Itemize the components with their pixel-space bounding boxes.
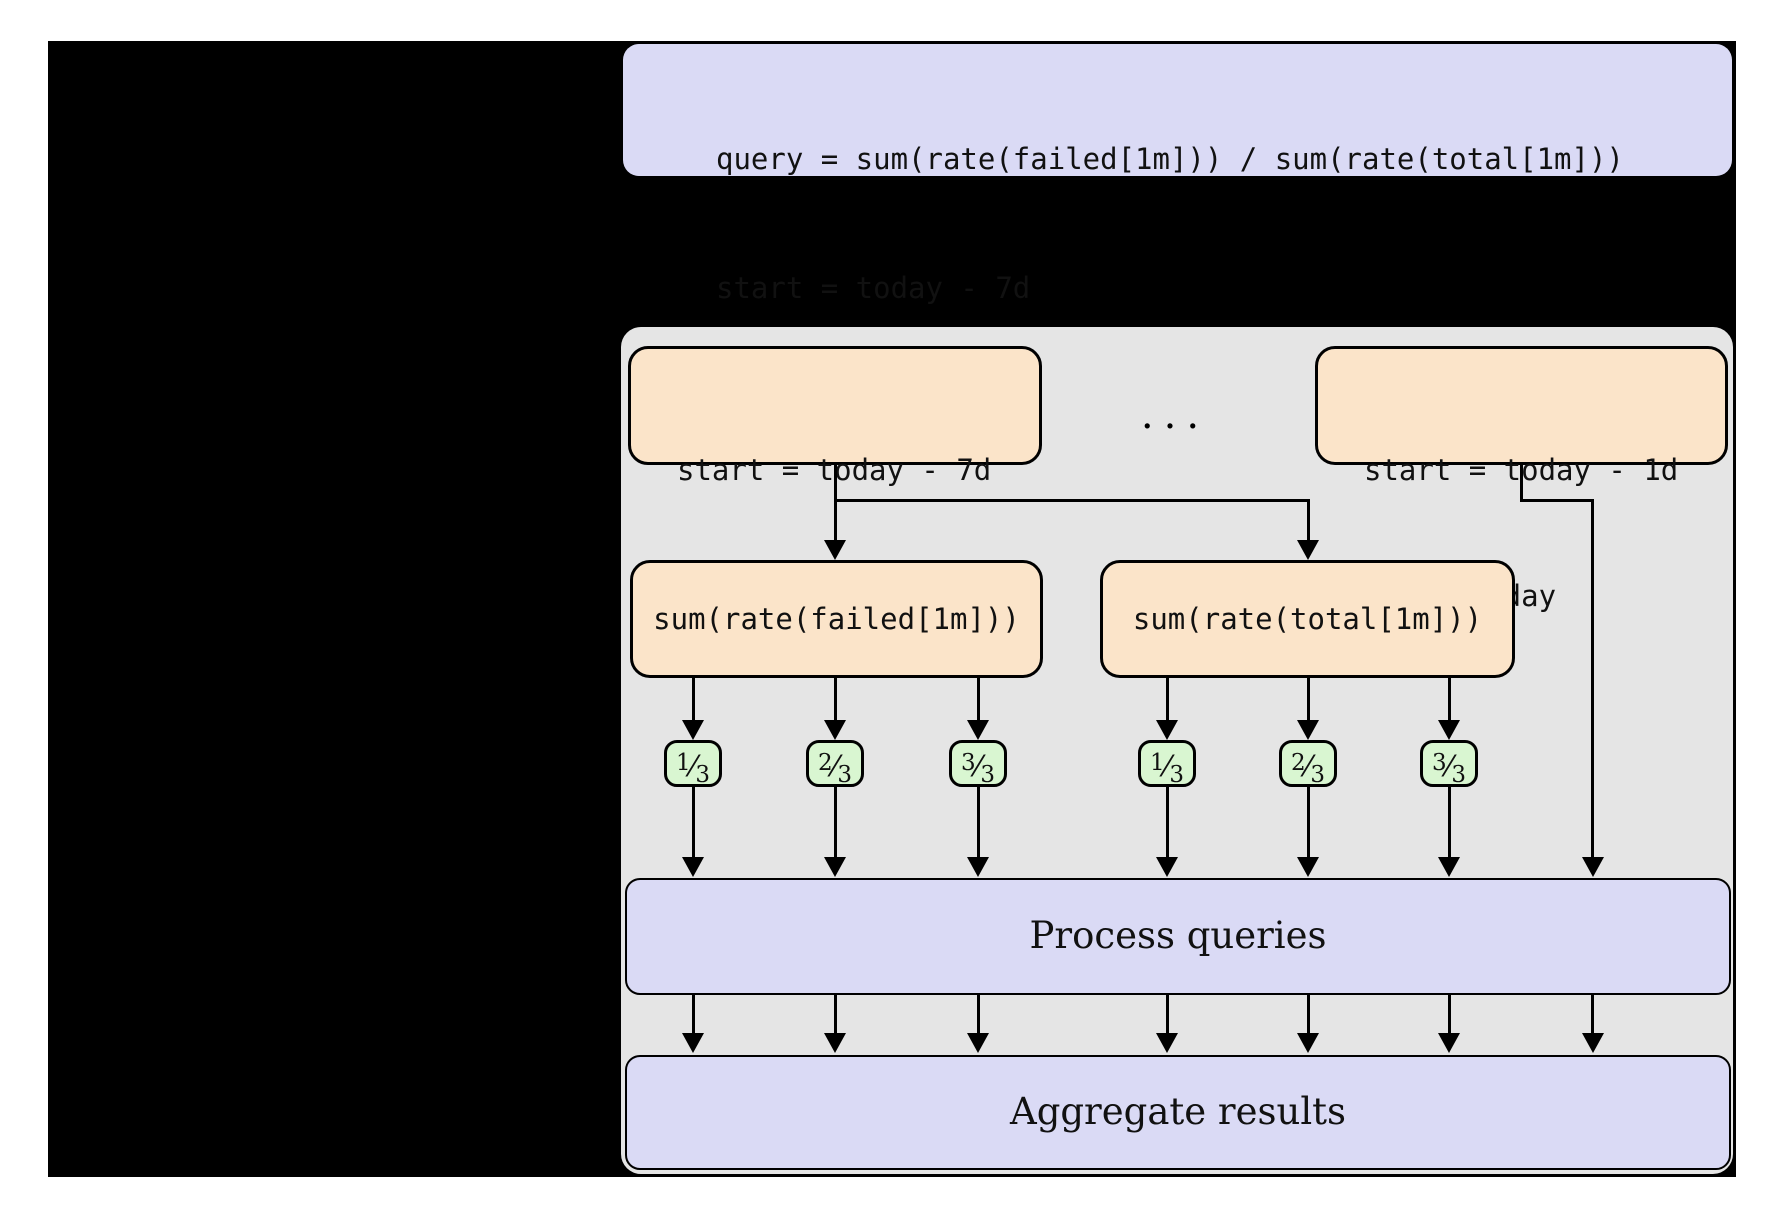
shard-numerator: 2	[817, 750, 833, 776]
shard-numerator: 1	[1149, 750, 1165, 776]
arrowhead-into-total	[1297, 540, 1319, 560]
line-shard1-to-process	[692, 787, 695, 857]
query-definition-box: query = sum(rate(failed[1m])) / sum(rate…	[623, 44, 1732, 434]
line-total-shard-3	[1448, 678, 1451, 722]
fraction-slash: ⁄	[832, 749, 838, 783]
fraction-slash: ⁄	[1446, 749, 1452, 783]
query-total-box: sum(rate(total[1m]))	[1100, 560, 1515, 678]
line-process-agg-4	[1166, 995, 1169, 1033]
shard-numerator: 3	[960, 750, 976, 776]
aggregate-results-bar: Aggregate results	[625, 1055, 1731, 1170]
arrowhead-process-agg-7	[1582, 1033, 1604, 1053]
line-process-agg-5	[1307, 995, 1310, 1033]
arrowhead-process-agg-6	[1438, 1033, 1460, 1053]
arrowhead-process-agg-2	[824, 1033, 846, 1053]
split-ellipsis: ...	[1140, 392, 1210, 438]
shard-denominator: 3	[980, 762, 996, 788]
line-shard4-to-process	[1166, 787, 1169, 857]
query-line: query = sum(rate(failed[1m])) / sum(rate…	[716, 142, 1624, 176]
line-branch-drop	[1307, 499, 1310, 540]
line-bypass-vertical	[1591, 499, 1594, 857]
arrowhead-failed-shard-2	[824, 720, 846, 740]
line-process-agg-7	[1591, 995, 1594, 1033]
arrowhead-process-agg-4	[1156, 1033, 1178, 1053]
line-process-agg-1	[692, 995, 695, 1033]
line-shard3-to-process	[977, 787, 980, 857]
shard-node-total-3: 3⁄3	[1420, 740, 1478, 788]
arrowhead-total-shard-1	[1156, 720, 1178, 740]
line-process-agg-6	[1448, 995, 1451, 1033]
arrowhead-process-agg-3	[967, 1033, 989, 1053]
fraction-slash: ⁄	[1305, 749, 1311, 783]
arrowhead-into-failed	[824, 540, 846, 560]
arrowhead-total-shard-2	[1297, 720, 1319, 740]
arrowhead-failed-shard-1	[682, 720, 704, 740]
arrowhead-shard2-to-process	[824, 857, 846, 877]
split-first-box: start = today - 7d end = today - 6d	[628, 346, 1042, 613]
shard-node-failed-2: 2⁄3	[806, 740, 864, 788]
shard-numerator: 3	[1431, 750, 1447, 776]
fraction-slash: ⁄	[1164, 749, 1170, 783]
arrowhead-shard5-to-process	[1297, 857, 1319, 877]
arrowhead-shard1-to-process	[682, 857, 704, 877]
line-process-agg-3	[977, 995, 980, 1033]
line-process-agg-2	[834, 995, 837, 1033]
arrowhead-total-shard-3	[1438, 720, 1460, 740]
process-queries-bar: Process queries	[625, 878, 1731, 995]
shard-denominator: 3	[1310, 762, 1326, 788]
arrowhead-bypass-into-process	[1582, 857, 1604, 877]
shard-numerator: 2	[1290, 750, 1306, 776]
arrowhead-failed-shard-3	[967, 720, 989, 740]
line-failed-shard-1	[692, 678, 695, 722]
fraction-slash: ⁄	[975, 749, 981, 783]
line-shard5-to-process	[1307, 787, 1310, 857]
shard-node-total-2: 2⁄3	[1279, 740, 1337, 788]
shard-node-failed-1: 1⁄3	[664, 740, 722, 788]
shard-denominator: 3	[1451, 762, 1467, 788]
line-bypass-horizontal	[1520, 499, 1594, 502]
line-failed-shard-2	[834, 678, 837, 722]
line-failed-shard-3	[977, 678, 980, 722]
arrowhead-shard4-to-process	[1156, 857, 1178, 877]
arrowhead-process-agg-5	[1297, 1033, 1319, 1053]
fraction-slash: ⁄	[690, 749, 696, 783]
shard-denominator: 3	[837, 762, 853, 788]
shard-numerator: 1	[675, 750, 691, 776]
shard-node-failed-3: 3⁄3	[949, 740, 1007, 788]
shard-denominator: 3	[1169, 762, 1185, 788]
line-total-shard-2	[1307, 678, 1310, 722]
split-first-start: start = today - 7d	[677, 453, 992, 487]
line-shard2-to-process	[834, 787, 837, 857]
line-total-shard-1	[1166, 678, 1169, 722]
shard-denominator: 3	[695, 762, 711, 788]
arrowhead-process-agg-1	[682, 1033, 704, 1053]
split-last-start: start = today - 1d	[1364, 453, 1679, 487]
line-branch-horizontal	[834, 499, 1310, 502]
line-shard6-to-process	[1448, 787, 1451, 857]
line-split-first-stem	[834, 465, 837, 540]
arrowhead-shard6-to-process	[1438, 857, 1460, 877]
start-line: start = today - 7d	[716, 271, 1031, 305]
split-last-box: start = today - 1d end = today	[1315, 346, 1728, 613]
line-split-last-stem	[1520, 465, 1523, 502]
arrowhead-shard3-to-process	[967, 857, 989, 877]
shard-node-total-1: 1⁄3	[1138, 740, 1196, 788]
query-failed-box: sum(rate(failed[1m]))	[630, 560, 1043, 678]
